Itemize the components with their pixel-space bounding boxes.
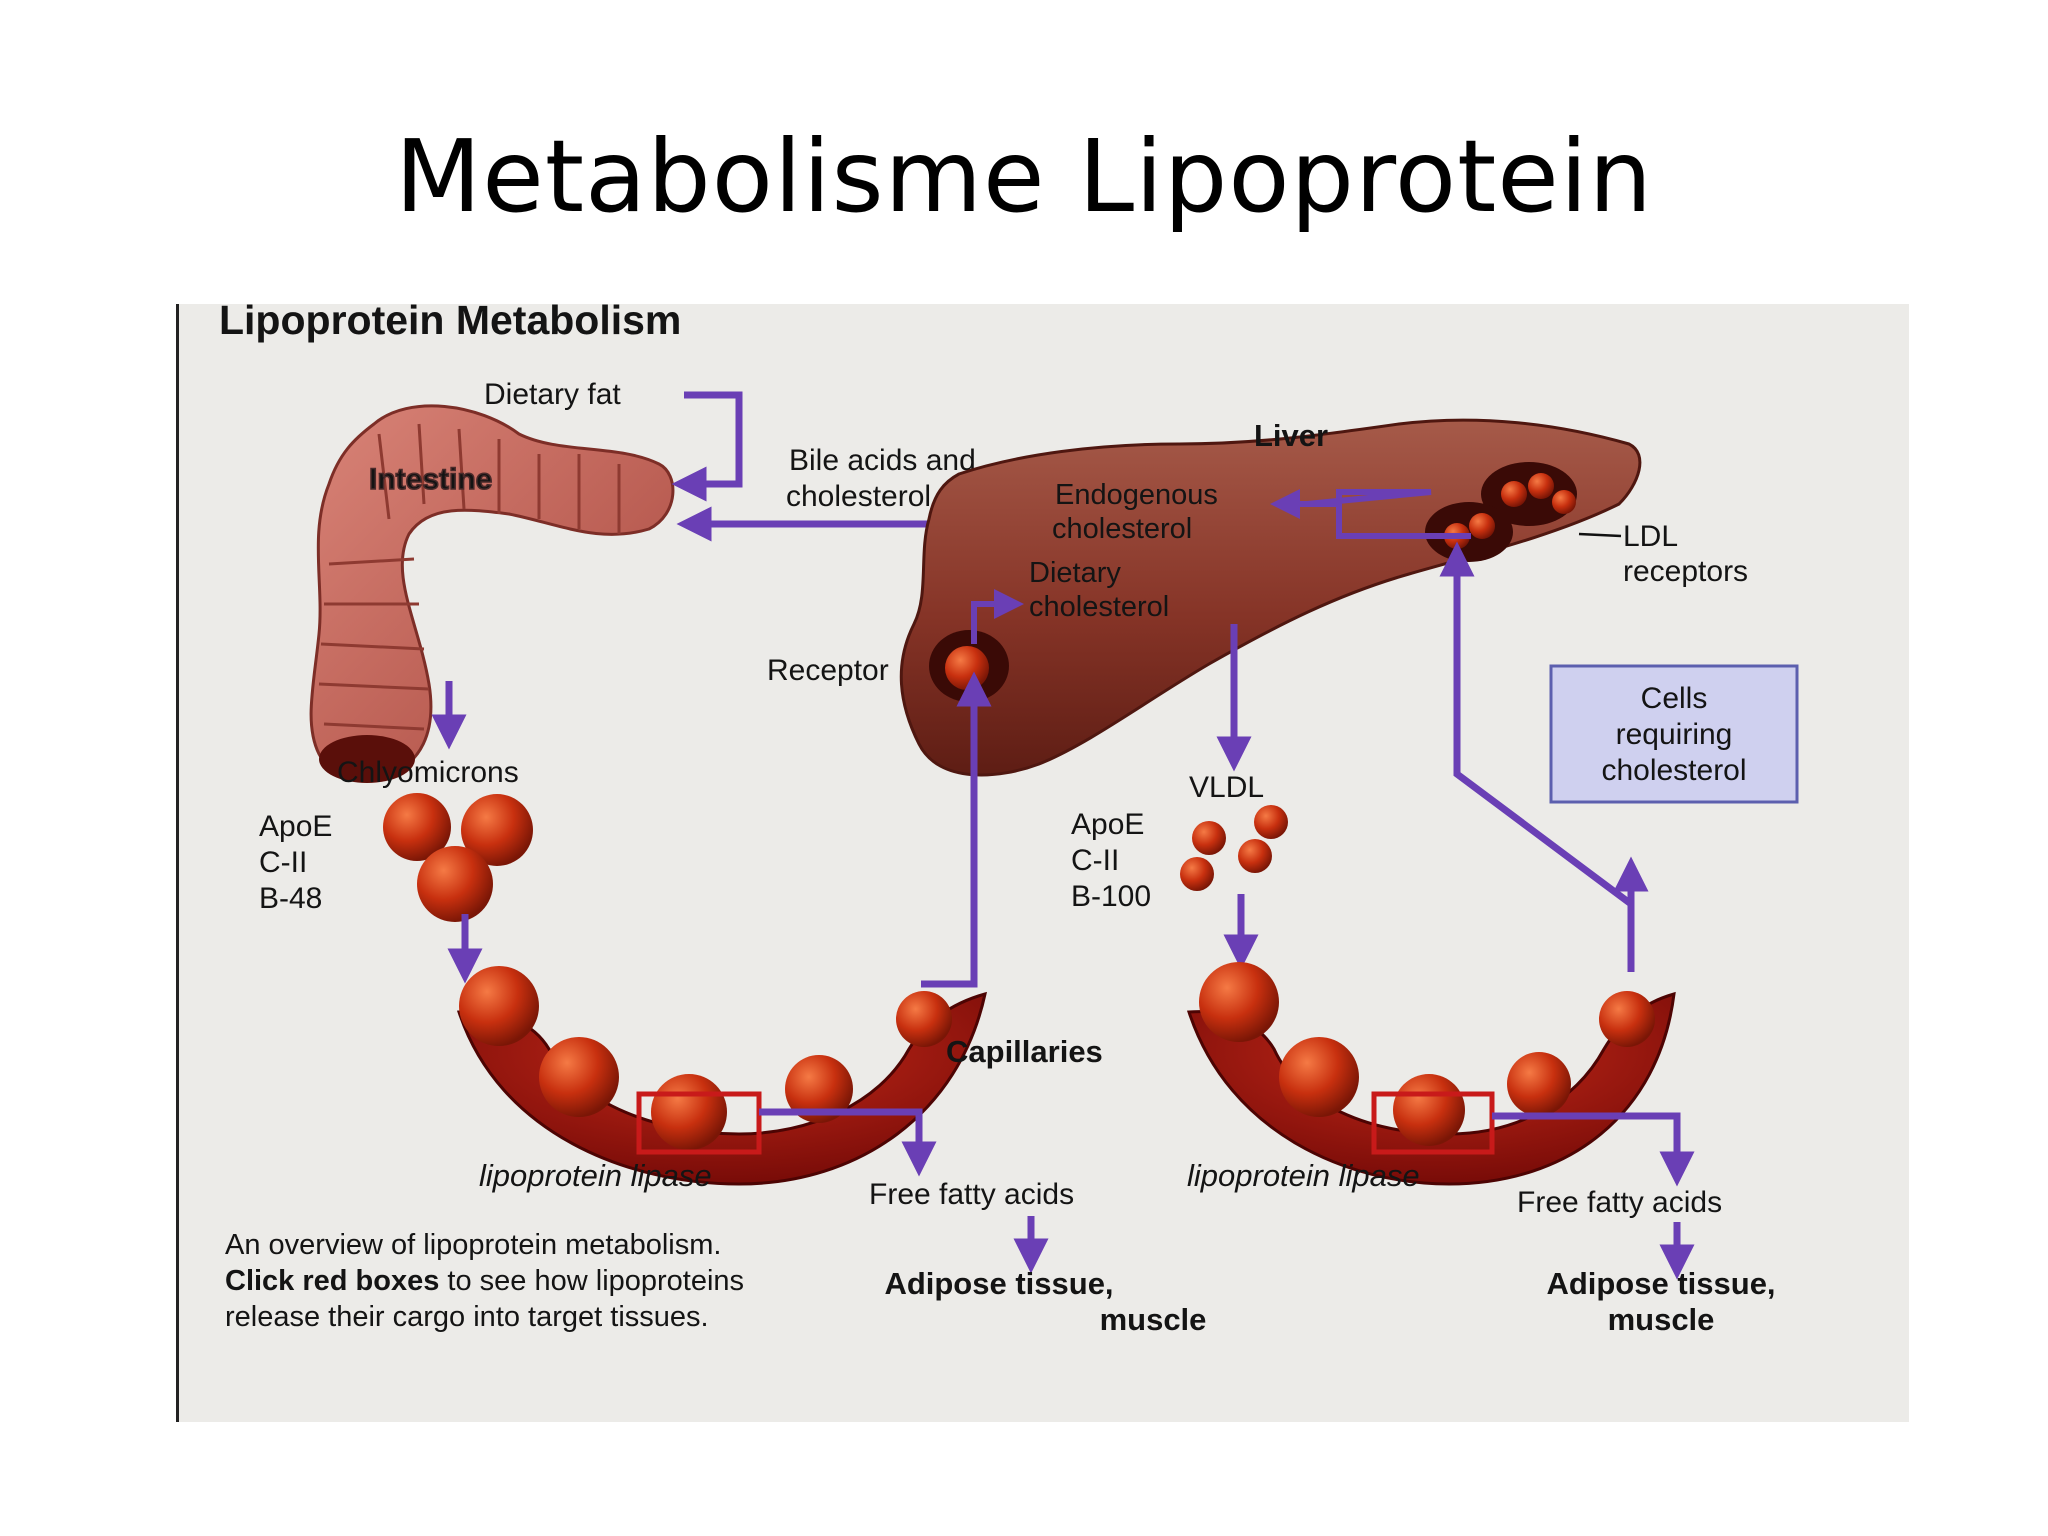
capillary-to-receptor-arrow bbox=[921, 671, 992, 988]
right-adipose-label-2: muscle bbox=[1608, 1302, 1715, 1337]
slide-title: Metabolisme Lipoprotein bbox=[395, 118, 1653, 235]
ldl-receptors-label-2: receptors bbox=[1623, 555, 1748, 588]
endogenous-label-1: Endogenous bbox=[1055, 479, 1218, 511]
liver-label: Liver bbox=[1254, 418, 1328, 453]
bile-acids-label-1: Bile acids and bbox=[789, 444, 976, 477]
left-lipase-label: lipoprotein lipase bbox=[479, 1158, 712, 1193]
cells-box-line-2: requiring bbox=[1616, 718, 1733, 751]
caption-line-2: Click red boxes to see how lipoproteins bbox=[225, 1265, 744, 1297]
caption-line-2-rest: to see how lipoproteins bbox=[439, 1265, 744, 1297]
right-lipase-red-box[interactable] bbox=[1371, 1091, 1495, 1155]
capillaries-label: Capillaries bbox=[946, 1034, 1103, 1069]
right-lipase-label: lipoprotein lipase bbox=[1187, 1158, 1420, 1193]
ldl-receptors-label-1: LDL bbox=[1623, 520, 1678, 553]
vldl-particle bbox=[1180, 857, 1214, 891]
chylomicrons-label: Chlyomicrons bbox=[337, 756, 519, 789]
left-ffa-arrow bbox=[759, 1108, 937, 1177]
caption-line-3: release their cargo into target tissues. bbox=[225, 1301, 709, 1333]
bile-acids-label-2: cholesterol bbox=[786, 480, 931, 513]
chylomicron-particle bbox=[461, 794, 533, 866]
left-capillary bbox=[456, 966, 987, 1186]
vldl-particle bbox=[1254, 805, 1288, 839]
caption-click-red-boxes: Click red boxes bbox=[225, 1265, 439, 1297]
vldl-label: VLDL bbox=[1189, 771, 1264, 804]
intestine-opening bbox=[319, 735, 415, 783]
cells-requiring-cholesterol-box bbox=[1549, 664, 1799, 804]
left-lipase-red-box[interactable] bbox=[636, 1091, 762, 1155]
dietary-cholesterol-arrow bbox=[971, 589, 1024, 644]
chylo-apoe-label: ApoE bbox=[259, 810, 332, 843]
caption-line-1: An overview of lipoprotein metabolism. bbox=[225, 1229, 721, 1261]
lipoprotein-metabolism-figure: Lipoprotein Metabolism Intestine Dietary… bbox=[176, 304, 1909, 1422]
left-adipose-label-2: muscle bbox=[1100, 1302, 1207, 1337]
chylo-cii-label: C-II bbox=[259, 846, 307, 879]
chylomicron-particle bbox=[417, 846, 493, 922]
right-ffa-label: Free fatty acids bbox=[1517, 1186, 1722, 1219]
dietary-cholesterol-label-1: Dietary bbox=[1029, 557, 1121, 589]
vldl-cii-label: C-II bbox=[1071, 844, 1119, 877]
endogenous-label-2: cholesterol bbox=[1052, 513, 1192, 545]
cells-box-line-3: cholesterol bbox=[1601, 754, 1746, 787]
ldl-to-endogenous-line bbox=[1306, 489, 1471, 539]
receptor-label: Receptor bbox=[767, 654, 889, 687]
figure-title: Lipoprotein Metabolism bbox=[219, 304, 681, 343]
right-ffa-arrow bbox=[1492, 1112, 1695, 1187]
ldl-to-liver-arrow bbox=[1439, 541, 1634, 907]
vldl-apoe-label: ApoE bbox=[1071, 808, 1144, 841]
vldl-particle bbox=[1192, 821, 1226, 855]
right-adipose-label-1: Adipose tissue, bbox=[1546, 1266, 1775, 1301]
figure-canvas: Lipoprotein Metabolism Intestine Dietary… bbox=[219, 304, 1799, 1337]
ldl-pointer-line bbox=[1578, 532, 1622, 538]
chylo-b48-label: B-48 bbox=[259, 882, 322, 915]
liver-illustration bbox=[899, 418, 1642, 777]
intestine-illustration bbox=[309, 404, 675, 783]
dietary-cholesterol-label-2: cholesterol bbox=[1029, 591, 1169, 623]
vldl-particle bbox=[1238, 839, 1272, 873]
left-adipose-label-1: Adipose tissue, bbox=[884, 1266, 1113, 1301]
vldl-b100-label: B-100 bbox=[1071, 880, 1151, 913]
cells-box-line-1: Cells bbox=[1641, 682, 1708, 715]
chylomicron-particle bbox=[383, 793, 451, 861]
intestine-label: Intestine bbox=[369, 463, 492, 496]
left-ffa-label: Free fatty acids bbox=[869, 1178, 1074, 1211]
dietary-fat-arrow bbox=[671, 391, 743, 502]
dietary-fat-label: Dietary fat bbox=[484, 378, 621, 411]
